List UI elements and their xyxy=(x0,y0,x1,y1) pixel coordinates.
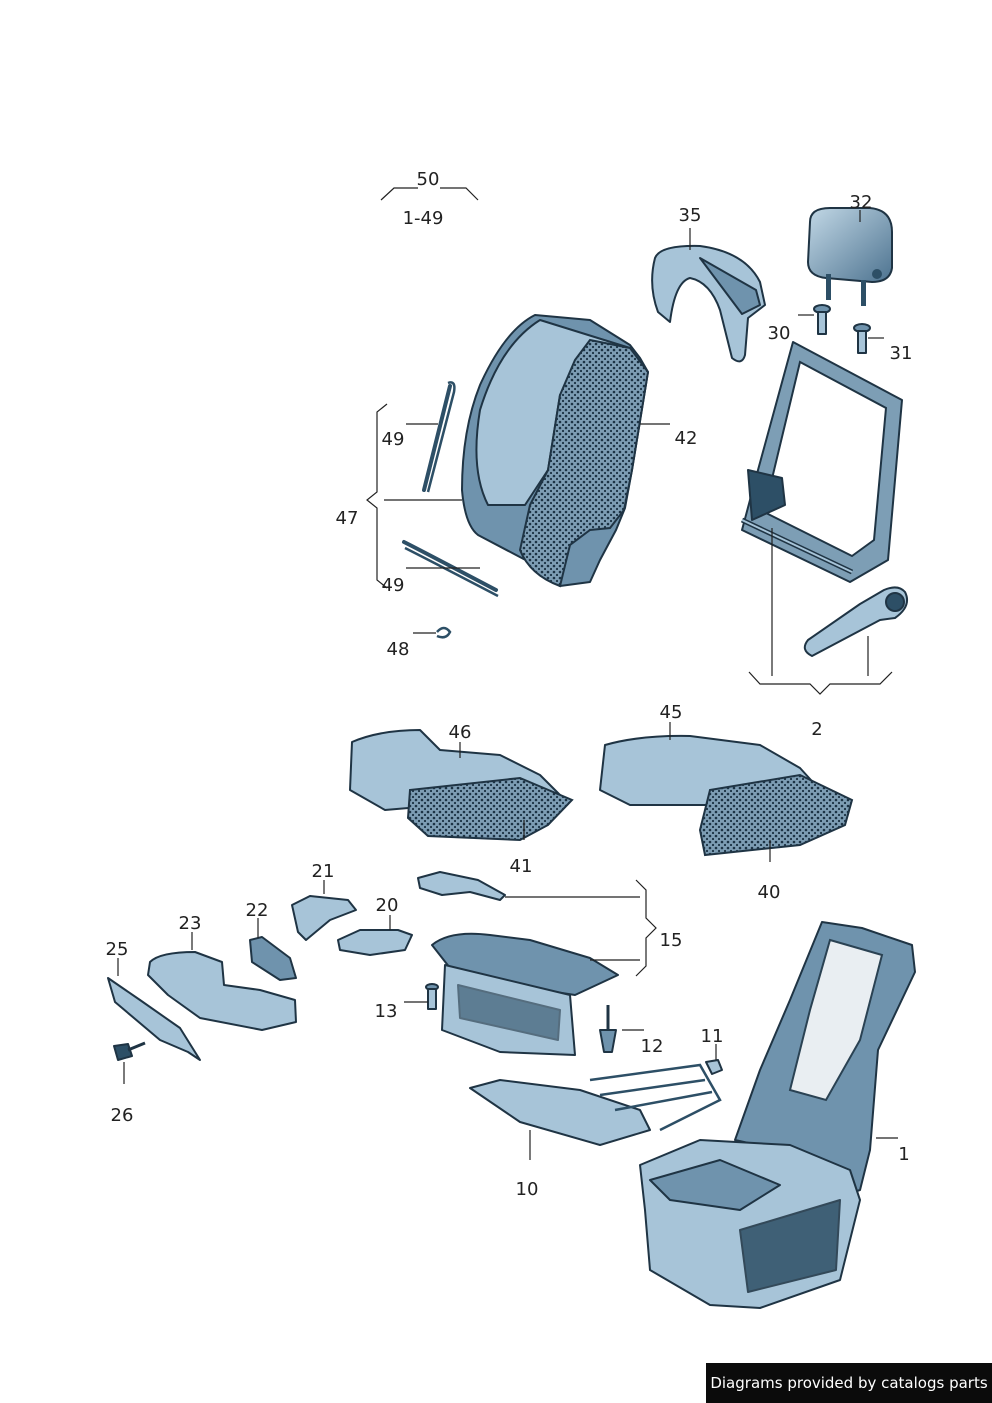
callout-21: 21 xyxy=(312,861,335,882)
base-plate-10-part xyxy=(469,1063,722,1146)
side-trim-25-part xyxy=(107,977,201,1061)
leader-lines xyxy=(117,187,898,1160)
headrest-guide-part xyxy=(651,244,766,363)
seat-pan-15-part xyxy=(417,871,619,1056)
nut-11-part xyxy=(705,1059,723,1075)
callout-11: 11 xyxy=(701,1026,724,1047)
callout-30: 30 xyxy=(768,323,791,344)
handle-22-part xyxy=(249,936,297,981)
callout-23: 23 xyxy=(179,913,202,934)
callout-10: 10 xyxy=(516,1179,539,1200)
seat-cushion-45-part xyxy=(599,734,854,857)
wire-upper-part xyxy=(422,381,456,493)
callout-32: 32 xyxy=(850,192,873,213)
trim-panel-23-part xyxy=(147,951,297,1031)
callout-20: 20 xyxy=(376,895,399,916)
backrest-cushion-part xyxy=(461,314,650,588)
callout-1: 1 xyxy=(898,1144,909,1165)
attribution-banner: Diagrams provided by catalogs parts xyxy=(706,1363,992,1403)
bolt-31-part xyxy=(853,323,871,354)
callout-42: 42 xyxy=(675,428,698,449)
callout-40: 40 xyxy=(758,882,781,903)
headrest-part xyxy=(807,207,893,306)
pin-12-part xyxy=(599,1005,617,1053)
bracket-20-part xyxy=(337,929,413,956)
callout-49-lower: 49 xyxy=(382,575,405,596)
bracket-21-part xyxy=(291,895,357,941)
callout-13: 13 xyxy=(375,1001,398,1022)
callout-22: 22 xyxy=(246,900,269,921)
callout-31: 31 xyxy=(890,343,913,364)
clip-part xyxy=(436,626,452,639)
callout-41: 41 xyxy=(510,856,533,877)
callout-46: 46 xyxy=(449,722,472,743)
backrest-frame-part xyxy=(740,341,903,583)
callout-35: 35 xyxy=(679,205,702,226)
callout-12: 12 xyxy=(641,1036,664,1057)
callout-50: 50 xyxy=(417,169,440,190)
screw-26-part xyxy=(113,1041,146,1061)
callout-25: 25 xyxy=(106,939,129,960)
callout-49-upper: 49 xyxy=(382,429,405,450)
callout-1-49: 1-49 xyxy=(403,208,444,229)
callout-48: 48 xyxy=(387,639,410,660)
bolt-30-part xyxy=(813,304,831,335)
callout-47: 47 xyxy=(336,508,359,529)
callout-15: 15 xyxy=(660,930,683,951)
seat-frame-1-part xyxy=(639,921,916,1309)
seat-cushion-46-part xyxy=(349,729,574,842)
wire-lower-part xyxy=(402,540,499,598)
recline-lever-part xyxy=(803,586,908,657)
callout-45: 45 xyxy=(660,702,683,723)
bolt-13-part xyxy=(425,983,439,1010)
callout-2: 2 xyxy=(811,719,822,740)
callout-26: 26 xyxy=(111,1105,134,1126)
